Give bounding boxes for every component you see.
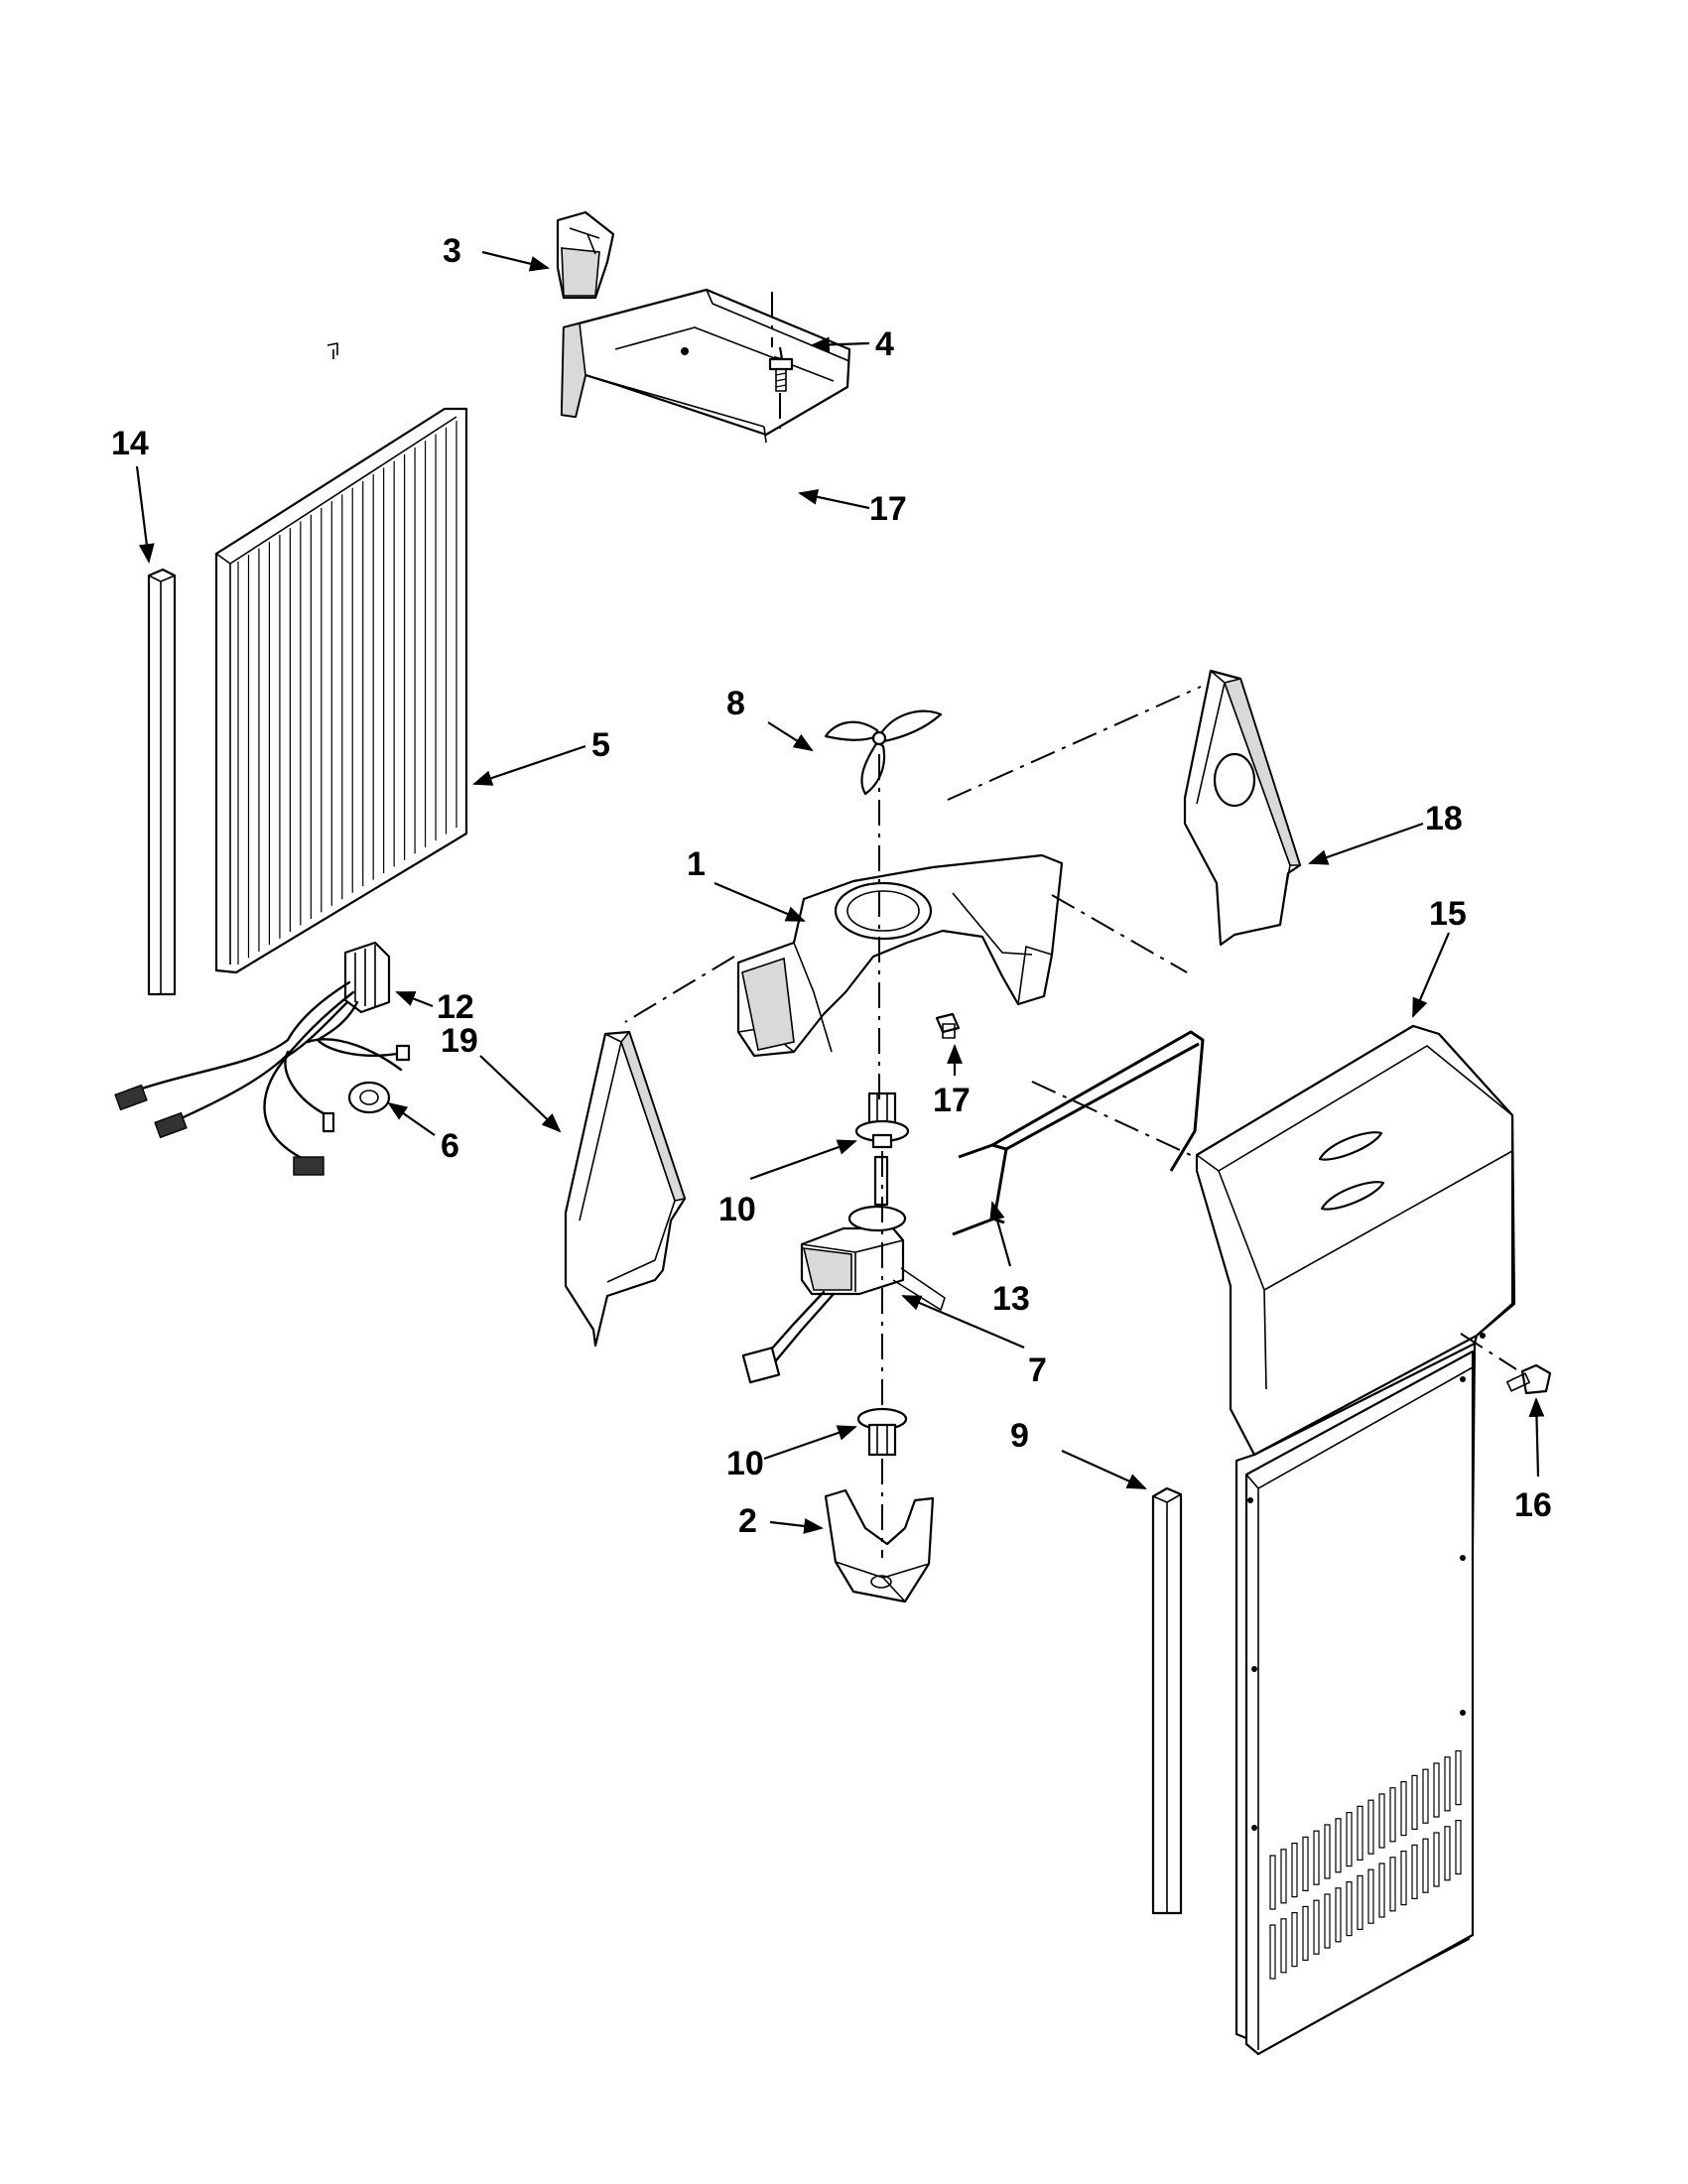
callout-6: 6 xyxy=(441,1127,459,1165)
part-14-left-strip xyxy=(147,568,177,996)
part-2-motor-bracket xyxy=(824,1488,935,1604)
callout-10-upper: 10 xyxy=(718,1191,756,1228)
callout-5: 5 xyxy=(591,726,610,764)
assembly-lines xyxy=(624,292,1517,1558)
part-7-fan-motor xyxy=(741,1155,946,1384)
callout-18: 18 xyxy=(1425,800,1463,837)
part-19-left-duct-panel xyxy=(564,1030,687,1348)
part-8-fan-blade xyxy=(824,709,943,796)
part-18-right-duct-panel xyxy=(1183,669,1302,947)
part-17-middle-screw xyxy=(935,1012,961,1039)
part-1-fan-shroud xyxy=(736,853,1064,1058)
callout-17-middle: 17 xyxy=(933,1082,971,1119)
part-13-wire-bracket xyxy=(952,1030,1205,1236)
part-6-grommet xyxy=(347,1081,391,1114)
part-16-screw xyxy=(1506,1363,1552,1395)
callout-3: 3 xyxy=(443,232,461,270)
callout-15: 15 xyxy=(1429,895,1467,933)
part-3-clip xyxy=(556,210,615,300)
part-12-wire-harness xyxy=(114,941,411,1176)
callout-10-lower: 10 xyxy=(726,1445,764,1482)
callout-14: 14 xyxy=(111,425,149,462)
callout-1: 1 xyxy=(687,845,706,883)
callout-16: 16 xyxy=(1514,1486,1552,1524)
callout-8: 8 xyxy=(726,685,745,722)
callout-7: 7 xyxy=(1028,1351,1047,1389)
leader-arrows xyxy=(135,250,1545,1534)
callout-12: 12 xyxy=(437,988,474,1026)
part-4-top-cover xyxy=(560,288,851,444)
part-10-lower-bushing xyxy=(856,1407,908,1457)
part-9-right-strip xyxy=(1151,1486,1183,1915)
callout-labels: 3 4 17 14 5 8 1 18 15 12 6 19 17 10 13 7… xyxy=(111,232,1552,1540)
part-17-top-screw xyxy=(768,346,794,392)
part-5-evaporator-cover xyxy=(214,342,468,974)
part-15-rear-panel xyxy=(1195,1024,1516,2056)
callout-4: 4 xyxy=(875,325,894,363)
part-10-upper-bushing xyxy=(854,1092,910,1149)
callout-13: 13 xyxy=(992,1280,1030,1318)
callout-9: 9 xyxy=(1010,1417,1029,1455)
callout-17-top: 17 xyxy=(869,490,907,528)
callout-19: 19 xyxy=(441,1022,478,1060)
callout-2: 2 xyxy=(738,1502,757,1540)
